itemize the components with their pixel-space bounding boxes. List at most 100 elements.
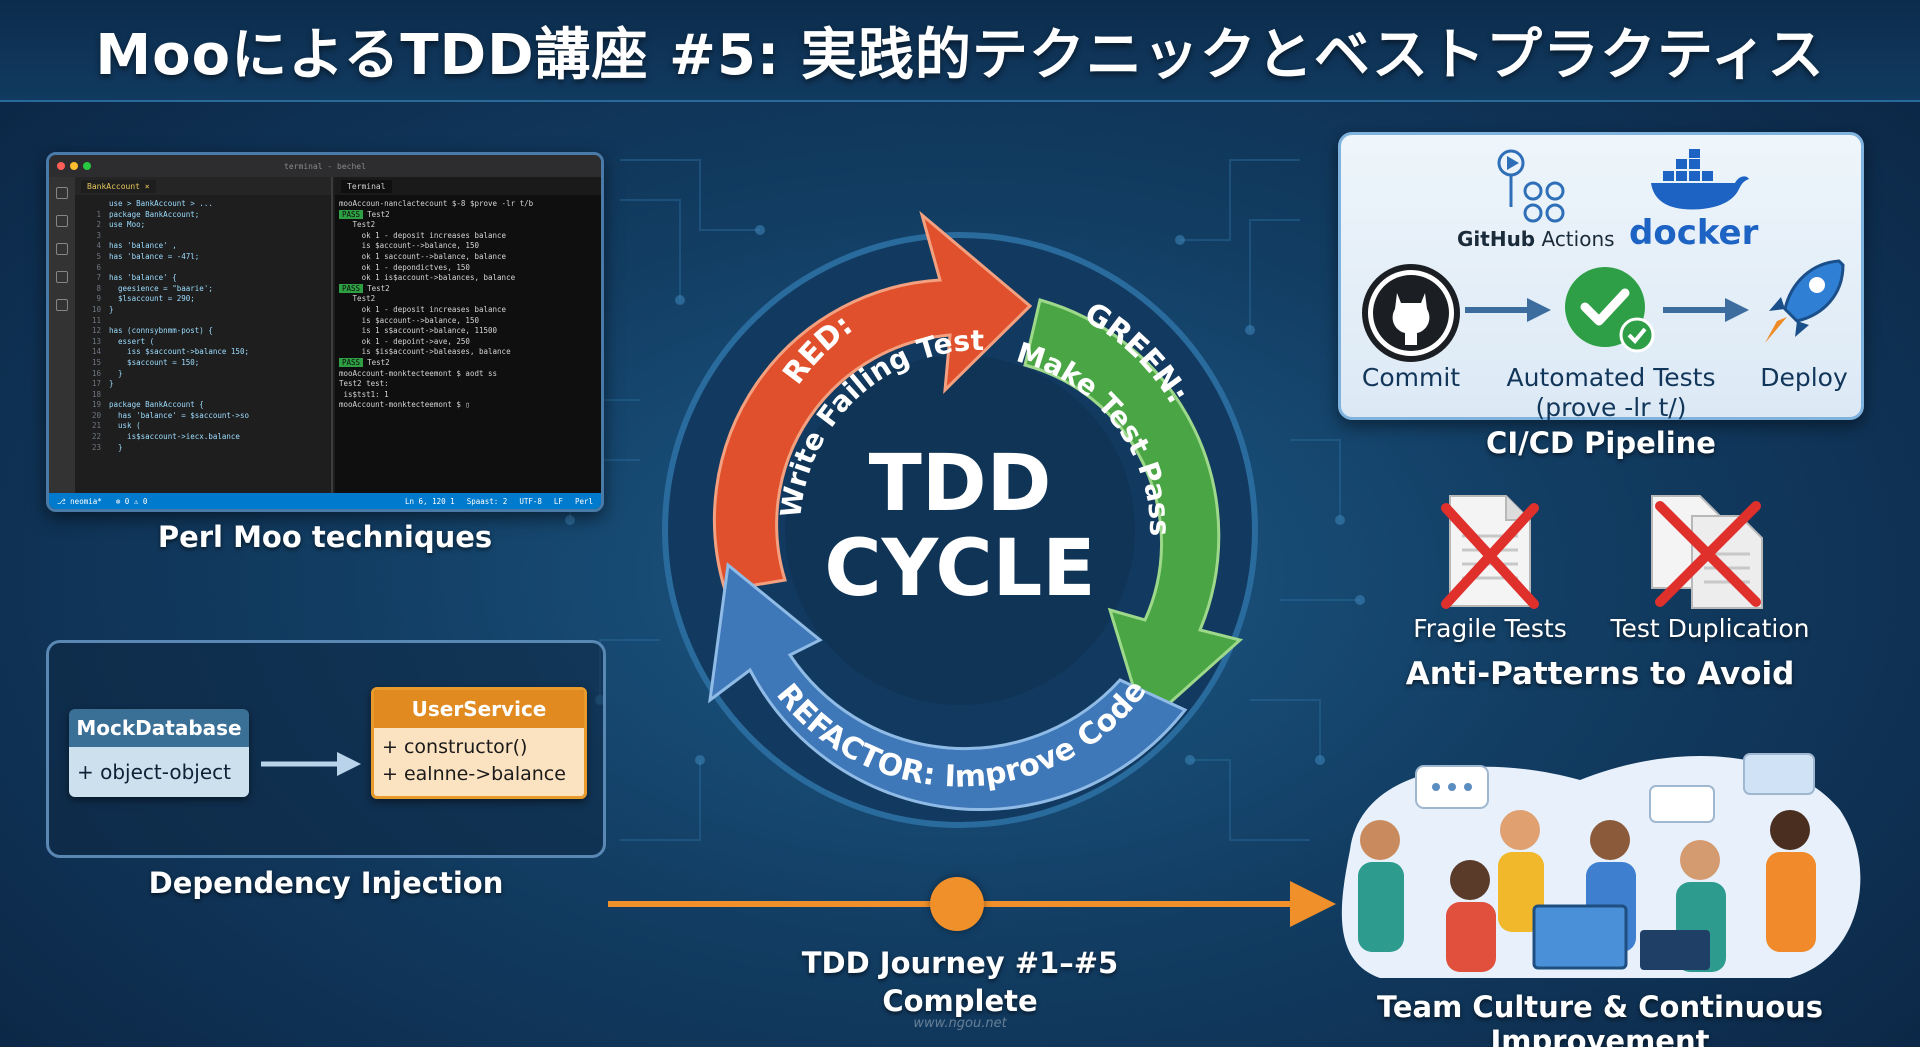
status-position: Ln 6, 120 1 — [405, 496, 455, 506]
code-line: 22 is$saccount->iecx.balance — [79, 432, 331, 443]
code-line: use > BankAccount > ... — [79, 199, 331, 210]
code-text: is$saccount->iecx.balance — [109, 432, 240, 442]
terminal-text: ok 1 is$account->balances, balance — [339, 273, 516, 283]
terminal-text: ok 1 saccount-->balance, balance — [339, 251, 507, 261]
caption-journey: TDD Journey #1–#5 Complete — [760, 944, 1160, 1020]
code-line: 9 $lsaccount = 290; — [79, 294, 331, 305]
caption-team-culture: Team Culture & Continuous Improvement — [1376, 990, 1824, 1047]
step-tests-label: Automated Tests (prove -lr t/) — [1506, 363, 1716, 422]
red-arrow-icon — [712, 210, 1033, 592]
minimize-dot-icon — [70, 162, 78, 170]
title-bar: MooによるTDD講座 #5: 実践的テクニックとベストプラクティス — [0, 0, 1920, 102]
terminal-line: ok 1 - deposit increases balance — [339, 305, 601, 316]
status-eol: LF — [553, 496, 563, 506]
code-text: has 'balance' { — [109, 273, 177, 283]
tdd-cycle-diagram: RED: Write Failing Test GREEN: Make Test… — [662, 210, 1258, 828]
pass-badge: PASS — [339, 209, 364, 219]
line-number: 3 — [96, 230, 101, 240]
userservice-title: UserService — [374, 690, 584, 728]
mockdatabase-title: MockDatabase — [69, 709, 249, 747]
code-line: 6 — [79, 263, 331, 274]
mockdatabase-card: MockDatabase + object-object — [69, 709, 249, 797]
cycle-center-line2: CYCLE — [824, 524, 1095, 614]
line-number: 1 — [96, 209, 101, 219]
line-number: 8 — [96, 283, 101, 293]
caption-test-duplication: Test Duplication — [1610, 614, 1810, 643]
watermark: www.ngou.net — [913, 1016, 1007, 1031]
terminal-text: mooAccoun-nanclactecount $-8 $prove -lr … — [339, 199, 534, 208]
terminal-line: ok 1 is$account->balances, balance — [339, 273, 601, 284]
code-text: } — [109, 442, 123, 452]
terminal-text: is $account-->balance, 150 — [339, 315, 479, 325]
line-number: 17 — [91, 379, 101, 389]
code-line: 11 — [79, 316, 331, 327]
line-number: 6 — [96, 262, 101, 272]
terminal-text: Test2 — [367, 357, 390, 367]
terminal-text: Test2 — [367, 283, 390, 293]
userservice-methods: + constructor() + ealnne->balance — [374, 728, 584, 796]
line-number: 7 — [96, 273, 101, 283]
terminal-line: ok 1 - depondictves, 150 — [339, 263, 601, 274]
test-duplication-icon — [1651, 495, 1763, 609]
terminal-text: ok 1 - deposit increases balance — [339, 304, 507, 314]
status-branch: ⎇ neomia* — [57, 496, 102, 506]
line-number: 15 — [91, 357, 101, 367]
code-line: 10} — [79, 305, 331, 316]
run-icon — [56, 271, 68, 283]
dependency-injection-panel: MockDatabase + object-object UserService… — [46, 640, 606, 858]
step-commit-label: Commit — [1361, 363, 1461, 392]
extensions-icon — [56, 299, 68, 311]
step-deploy-label: Deploy — [1760, 363, 1848, 392]
terminal-lines: mooAccoun-nanclactecount $-8 $prove -lr … — [335, 195, 601, 411]
github-actions-icon — [1497, 149, 1565, 223]
line-number — [79, 199, 101, 210]
tab-terminal: Terminal — [341, 179, 392, 193]
terminal-line: mooAccount-monktecteemont $ ▯ — [339, 400, 601, 411]
status-spaces: Spaast: 2 — [466, 496, 508, 506]
code-text: package BankAccount; — [109, 209, 200, 219]
cicd-pipeline-panel: GitHub Actions docker Commit Automated T… — [1338, 132, 1864, 422]
activity-bar — [49, 177, 75, 493]
terminal-text: ok 1 - depoint->ave, 250 — [339, 336, 470, 346]
terminal-text: is 1 s$account->balance, 11500 — [339, 326, 498, 336]
tab-bankaccount: BankAccount × — [81, 179, 156, 193]
code-line: 20 has 'balance' = $saccount->so — [79, 411, 331, 422]
line-number: 4 — [96, 241, 101, 251]
status-encoding: UTF-8 — [519, 496, 542, 506]
terminal-line: Test2 test: — [339, 379, 601, 390]
code-line: 23 } — [79, 443, 331, 454]
cycle-center-line1: TDD — [869, 439, 1052, 529]
line-number: 18 — [91, 389, 101, 399]
maximize-dot-icon — [83, 162, 91, 170]
pipeline-arrow-1-icon — [1465, 298, 1551, 322]
terminal-line: ok 1 - depoint->ave, 250 — [339, 337, 601, 348]
userservice-method-constructor: + constructor() — [382, 736, 528, 758]
line-number: 10 — [91, 304, 101, 314]
editor-window-title: terminal - bechel — [284, 161, 366, 171]
code-text: use > BankAccount > ... — [109, 199, 213, 208]
line-number: 14 — [91, 347, 101, 357]
code-text: package BankAccount { — [109, 400, 204, 410]
terminal-line: ok 1 - deposit increases balance — [339, 231, 601, 242]
terminal-line: mooAccoun-nanclactecount $-8 $prove -lr … — [339, 199, 601, 210]
line-number: 16 — [91, 368, 101, 378]
code-text: has 'balance' = $saccount->so — [109, 410, 249, 420]
files-icon — [56, 187, 68, 199]
line-number: 9 — [96, 294, 101, 304]
terminal-text: ok 1 - depondictves, 150 — [339, 262, 470, 272]
code-line: 21 usk ( — [79, 421, 331, 432]
terminal-text: is $account-->balance, 150 — [339, 241, 479, 251]
docker-label: docker — [1629, 213, 1759, 253]
terminal-line: is $is$account->baleases, balance — [339, 347, 601, 358]
mockdatabase-field: + object-object — [69, 747, 249, 797]
tests-pass-check-icon — [1565, 267, 1655, 353]
terminal-line: ok 1 saccount-->balance, balance — [339, 252, 601, 263]
page-title: MooによるTDD講座 #5: 実践的テクニックとベストプラクティス — [95, 22, 1825, 88]
status-language: Perl — [574, 496, 593, 506]
code-line: 3 — [79, 231, 331, 242]
